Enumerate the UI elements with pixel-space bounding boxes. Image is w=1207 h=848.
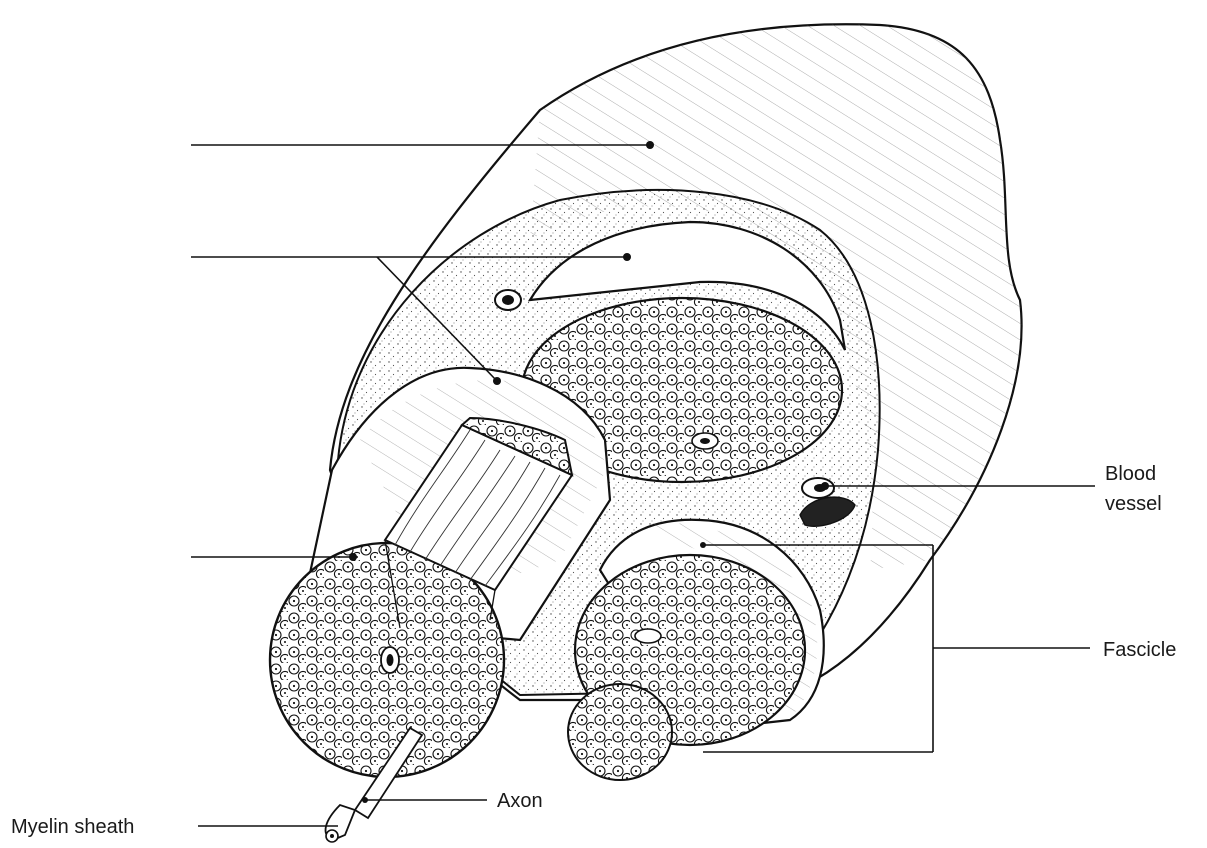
blood-vessel-label-line1: Blood: [1105, 463, 1156, 485]
axon-label: Axon: [497, 790, 543, 812]
blood-vessel-label-line2: vessel: [1105, 493, 1162, 515]
fascicle-small: [568, 684, 672, 780]
myelin-sheath-label: Myelin sheath: [11, 816, 134, 838]
fascicle-label: Fascicle: [1103, 639, 1176, 661]
